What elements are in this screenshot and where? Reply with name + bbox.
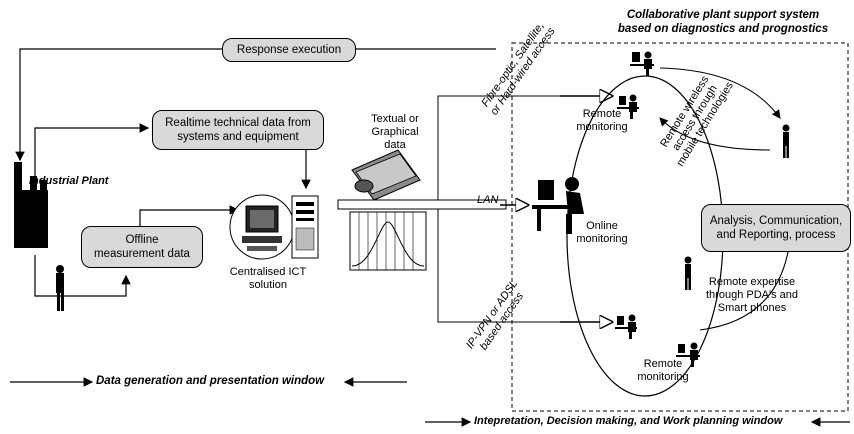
centralised-ict-label: Centralised ICT solution [228,266,308,292]
analysis-box: Analysis, Communication, and Reporting, … [701,204,851,252]
trend-chart [349,211,427,271]
plant-to-realtime-arrow [34,123,150,178]
remote-operator-icon-bottom-left [615,314,637,339]
wireless-curve-back [659,117,771,151]
realtime-data-line2: systems and equipment [177,131,299,143]
interpretation-window-label: Intepretation, Decision making, and Work… [474,415,783,427]
system-title-line2: based on diagnostics and prognostics [617,23,829,35]
mobile-expert-icon [782,124,790,158]
trend-chart-curve [351,221,425,267]
field-operator-icon [56,265,64,311]
textual-data-label: Textual or Graphical data [360,113,430,152]
offline-data-line2: measurement data [94,248,190,260]
response-feedback-arrow [15,48,235,162]
remote-expertise-line2: through PDA's and [706,289,798,301]
remote-monitoring-bottom-label: Remote monitoring [628,358,698,384]
trend-chart-gridlines [358,212,414,270]
plant-to-offline-arrow [34,255,131,297]
lan-label: LAN [477,194,499,206]
remote-monitoring-top-line1: Remote [582,108,622,120]
textual-data-line3: data [384,139,406,151]
pda-expert-icon [684,256,692,290]
system-title-line1: Collaborative plant support system [626,9,820,21]
textual-data-line1: Textual or [371,113,419,125]
remote-monitoring-bottom-line2: monitoring [637,371,689,383]
industrial-plant-icon [14,162,48,248]
centralised-ict-line1: Centralised ICT [229,266,307,278]
response-execution-box: Response execution [222,38,356,62]
ict-computer-icon [229,194,319,260]
online-monitoring-line1: Online [586,220,618,232]
remote-monitoring-top-label: Remote monitoring [567,108,637,134]
analysis-line1: Analysis, Communication, [709,215,843,227]
paper-roll-icon [351,149,421,201]
remote-expertise-line1: Remote expertise [708,276,796,288]
textual-data-line2: Graphical [371,126,419,138]
data-generation-window-label: Data generation and presentation window [96,375,325,387]
branch-top [437,95,610,200]
remote-operator-icon-top [617,94,639,119]
industrial-plant-label: Industrial Plant [29,175,109,187]
realtime-data-box: Realtime technical data from systems and… [152,110,324,150]
remote-monitoring-bottom-line1: Remote [643,358,683,370]
offline-data-line1: Offline [125,234,159,246]
remote-operator-icon-bottom-right [676,342,700,367]
remote-monitoring-top-line2: monitoring [576,121,628,133]
response-execution-label: Response execution [236,44,342,56]
analysis-line2: and Reporting, process [716,229,836,241]
remote-expertise-label: Remote expertise through PDA's and Smart… [697,276,807,315]
remote-operator-icon-top-right [630,51,654,76]
remote-expertise-line3: Smart phones [717,302,787,314]
branch-bottom [437,209,610,323]
wireless-curve-top [659,67,781,119]
expertise-curve [699,239,791,331]
offline-to-ict-arrow [139,205,240,230]
online-monitoring-operator-icon [532,177,584,234]
online-monitoring-label: Online monitoring [567,220,637,246]
offline-data-box: Offline measurement data [81,226,203,268]
realtime-data-line1: Realtime technical data from [165,117,311,129]
system-title: Collaborative plant support system based… [598,8,848,36]
online-monitoring-line2: monitoring [576,233,628,245]
centralised-ict-line2: solution [249,279,287,291]
